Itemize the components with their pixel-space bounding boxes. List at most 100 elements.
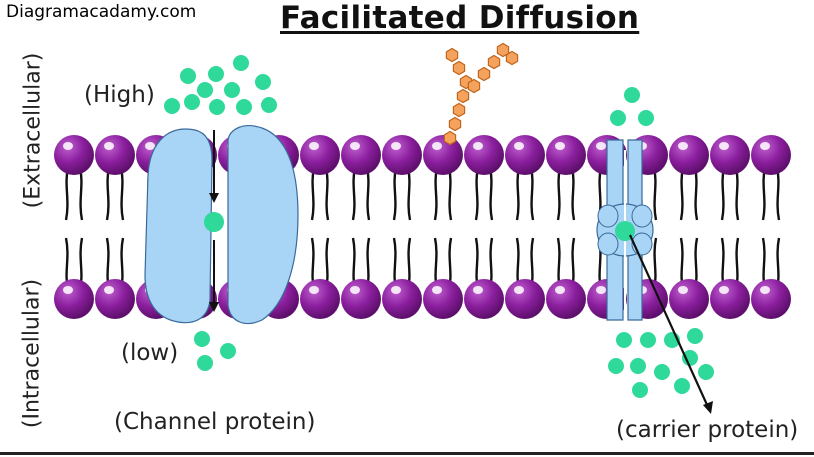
lipid-head <box>464 279 504 319</box>
carrier-protein-label: (carrier protein) <box>616 417 799 443</box>
watermark: Diagramacadamy.com <box>6 2 197 22</box>
lipid-tail <box>775 167 781 221</box>
solute-molecule <box>698 364 714 380</box>
lipid-tail <box>105 167 111 221</box>
lipid-tail <box>392 167 398 221</box>
sugar-unit <box>445 47 459 63</box>
lipid-tail <box>734 167 740 221</box>
solute-molecule <box>610 110 626 126</box>
sugar-unit <box>443 130 457 146</box>
channel-protein-label: (Channel protein) <box>114 409 316 435</box>
solute-molecule <box>255 74 271 90</box>
lipid-head <box>464 135 504 175</box>
intracellular-label: (Intracellular) <box>19 278 45 429</box>
sugar-unit <box>448 116 462 132</box>
lipid-tail <box>433 167 439 221</box>
solute-molecule <box>209 99 225 115</box>
solute-molecule <box>261 97 277 113</box>
solute-molecule <box>204 212 224 232</box>
solute-molecule <box>184 94 200 110</box>
solute-molecule <box>630 358 646 374</box>
sugar-unit <box>452 102 466 118</box>
lipid-tail <box>761 167 767 221</box>
solute-molecule <box>197 82 213 98</box>
solute-molecule <box>654 364 670 380</box>
lipid-tail <box>351 167 357 221</box>
page-title: Facilitated Diffusion <box>280 0 640 36</box>
sugar-unit <box>467 78 481 94</box>
low-concentration-label: (low) <box>121 340 179 366</box>
lipid-tail <box>119 167 125 221</box>
extracellular-label: (Extracellular) <box>20 52 46 209</box>
solute-molecule <box>608 358 624 374</box>
lipid-head <box>54 135 94 175</box>
lipid-tail <box>693 167 699 221</box>
lipid-head <box>95 135 135 175</box>
solute-molecule <box>624 87 640 103</box>
glycoprotein-chain-icon <box>443 42 519 146</box>
high-concentration-label: (High) <box>84 82 155 108</box>
lipid-head <box>546 135 586 175</box>
lipid-tail <box>529 167 535 221</box>
lipid-tail <box>447 167 453 221</box>
bottom-divider <box>0 452 814 455</box>
lipid-head <box>669 279 709 319</box>
solute-molecule <box>208 66 224 82</box>
solute-molecule <box>687 328 703 344</box>
sugar-unit <box>505 50 519 66</box>
lipid-tail <box>324 167 330 221</box>
lipid-tail <box>570 167 576 221</box>
lipid-tail <box>474 167 480 221</box>
lipid-head <box>300 135 340 175</box>
channel-protein-icon <box>144 125 299 325</box>
solute-molecule <box>638 110 654 126</box>
sugar-unit <box>452 60 466 76</box>
sugar-unit <box>477 66 491 82</box>
lipid-tail <box>310 167 316 221</box>
lipid-head <box>546 279 586 319</box>
solute-molecule <box>180 68 196 84</box>
lipid-head <box>669 135 709 175</box>
lipid-tail <box>488 167 494 221</box>
lipid-tail <box>720 167 726 221</box>
lipid-tail <box>556 167 562 221</box>
lipid-tail <box>64 167 70 221</box>
lipid-head <box>505 135 545 175</box>
lipid-head <box>95 279 135 319</box>
lipid-tail <box>652 167 658 221</box>
lipid-head <box>423 279 463 319</box>
lipid-tail <box>365 167 371 221</box>
lipid-head <box>505 279 545 319</box>
lipid-tail <box>515 167 521 221</box>
lipid-head <box>341 135 381 175</box>
solute-molecule <box>164 98 180 114</box>
lipid-head <box>710 279 750 319</box>
solute-molecule <box>632 382 648 398</box>
lipid-head <box>751 135 791 175</box>
solute-molecule <box>674 378 690 394</box>
lipid-head <box>423 135 463 175</box>
carrier-pointer-arrow <box>628 234 713 414</box>
solute-molecule <box>616 332 632 348</box>
lipid-tail <box>406 167 412 221</box>
lipid-head <box>382 135 422 175</box>
solute-molecule <box>197 355 213 371</box>
solute-molecule <box>233 55 249 71</box>
lipid-head <box>341 279 381 319</box>
solute-molecule <box>194 331 210 347</box>
lipid-tail <box>679 167 685 221</box>
sugar-unit <box>487 54 501 70</box>
lipid-head <box>54 279 94 319</box>
solute-molecule <box>640 332 656 348</box>
solute-molecule <box>236 99 252 115</box>
solute-molecule <box>682 350 698 366</box>
solute-molecule <box>220 343 236 359</box>
lipid-tail <box>78 167 84 221</box>
lipid-head <box>382 279 422 319</box>
lipid-head <box>300 279 340 319</box>
sugar-unit <box>496 42 510 58</box>
sugar-unit <box>456 88 470 104</box>
solute-molecule <box>224 82 240 98</box>
lipid-head <box>751 279 791 319</box>
